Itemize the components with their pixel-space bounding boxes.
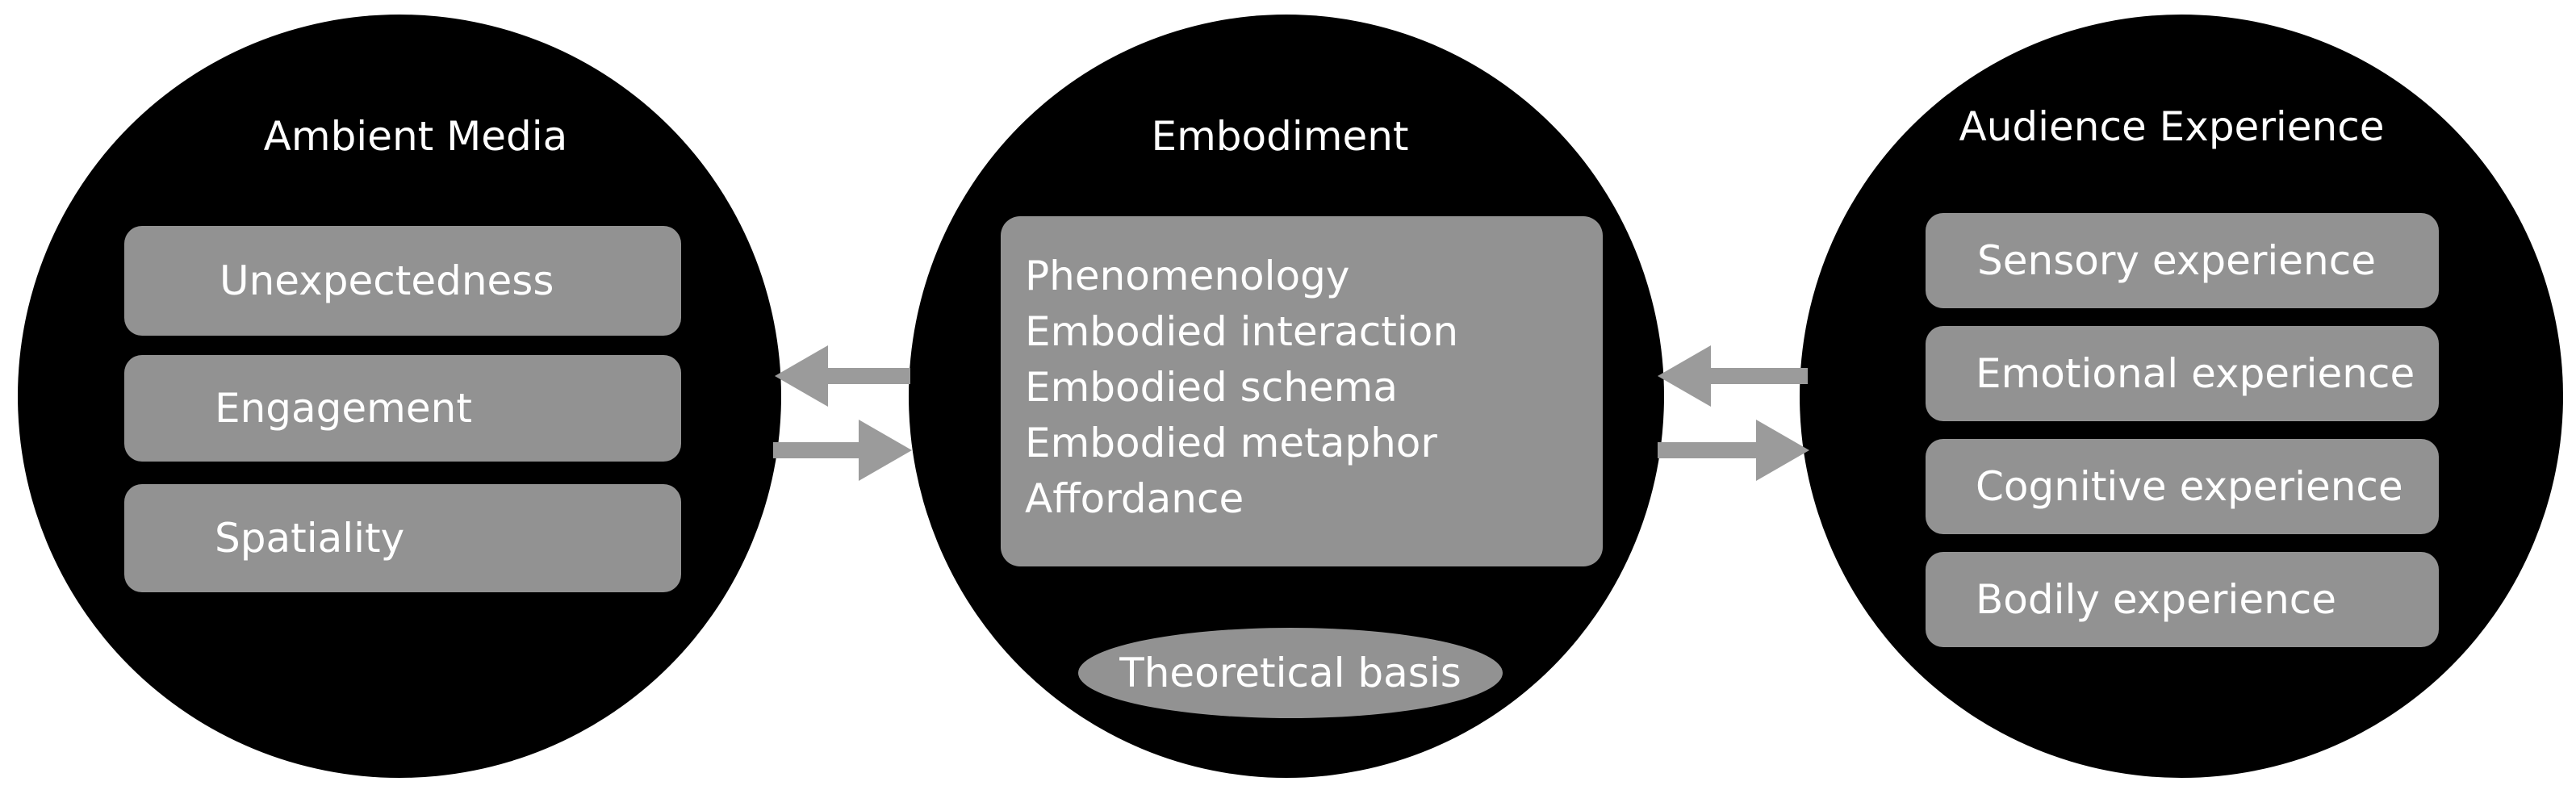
audience-experience-circle: Audience Experience Sensory experience E… — [1800, 15, 2563, 778]
embodiment-circle: Embodiment Phenomenology Embodied intera… — [909, 15, 1664, 778]
concept-embodied-interaction: Embodied interaction — [1025, 308, 1459, 355]
arrow-right-icon — [1658, 420, 1809, 481]
arrow-right-icon — [773, 420, 912, 481]
embodiment-concepts-box: Phenomenology Embodied interaction Embod… — [1001, 216, 1603, 566]
arrow-left-icon — [1658, 345, 1808, 407]
ambient-media-item-label: Engagement — [215, 385, 472, 432]
audience-experience-item-label: Emotional experience — [1976, 350, 2415, 397]
ambient-media-circle: Ambient Media Unexpectedness Engagement … — [18, 15, 781, 778]
embodiment-title: Embodiment — [1151, 113, 1409, 160]
arrow-left-icon — [775, 345, 910, 407]
audience-experience-item-cognitive: Cognitive experience — [1926, 439, 2439, 534]
ambient-media-item-label: Unexpectedness — [220, 257, 554, 304]
concept-affordance: Affordance — [1025, 475, 1244, 522]
audience-experience-item-bodily: Bodily experience — [1926, 552, 2439, 647]
audience-experience-item-sensory: Sensory experience — [1926, 213, 2439, 308]
concept-embodied-schema: Embodied schema — [1025, 364, 1398, 411]
theoretical-basis-ellipse: Theoretical basis — [1078, 628, 1503, 718]
audience-experience-item-emotional: Emotional experience — [1926, 326, 2439, 421]
audience-experience-title: Audience Experience — [1959, 103, 2385, 150]
audience-experience-item-label: Cognitive experience — [1976, 463, 2403, 510]
ambient-media-item-engagement: Engagement — [124, 355, 681, 462]
ambient-media-title: Ambient Media — [263, 113, 568, 160]
ambient-media-item-spatiality: Spatiality — [124, 484, 681, 592]
audience-experience-item-label: Bodily experience — [1976, 576, 2337, 623]
concept-phenomenology: Phenomenology — [1025, 253, 1350, 299]
concept-embodied-metaphor: Embodied metaphor — [1025, 420, 1437, 466]
audience-experience-item-label: Sensory experience — [1977, 237, 2376, 284]
ambient-media-item-label: Spatiality — [215, 515, 405, 562]
ambient-media-item-unexpectedness: Unexpectedness — [124, 226, 681, 336]
